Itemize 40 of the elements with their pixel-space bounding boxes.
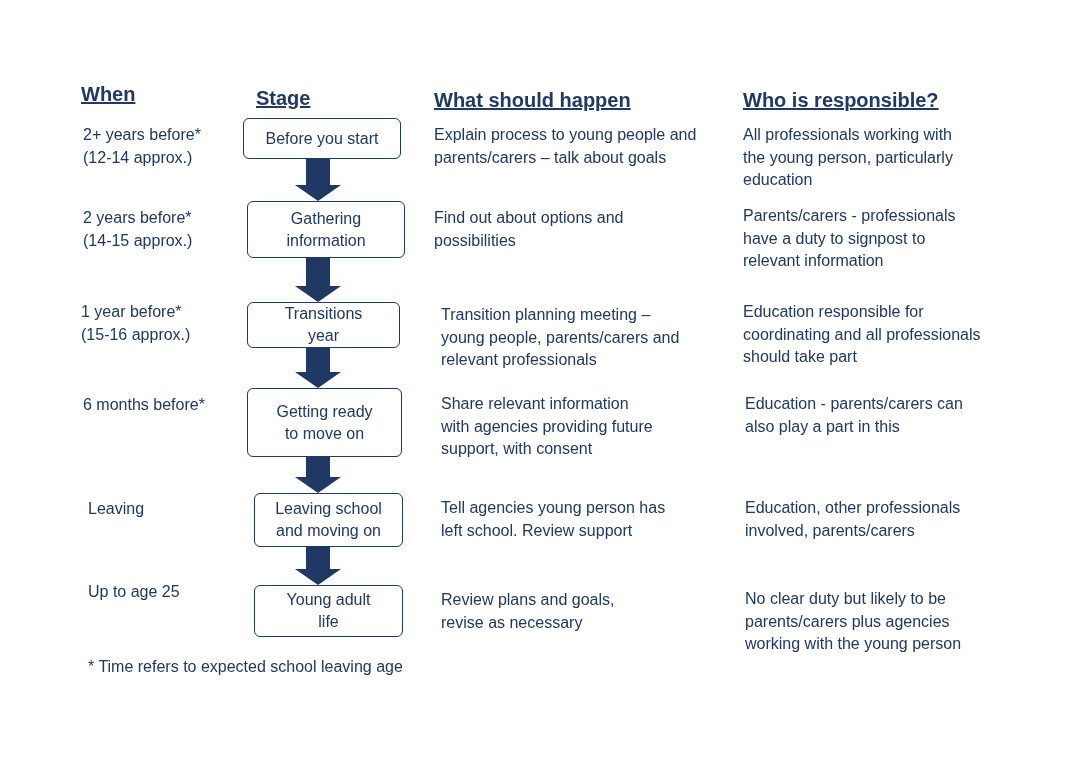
table-text: Education, other professionals involved, parents/carers [745, 498, 962, 541]
stage-label: Young adult life [285, 590, 372, 632]
stage-box [247, 302, 400, 348]
table-text: Explain process to young people and parents/carers – talk about goals [434, 125, 698, 168]
stage-label: Getting ready to move on [275, 401, 374, 444]
down-arrow [295, 547, 341, 585]
table-text: Education - parents/carers can also play a part in this [745, 394, 964, 437]
stage-label: Gathering information [285, 208, 367, 251]
table-text: 2 years before* (14-15 approx.) [83, 208, 194, 251]
table-text: Review plans and goals, revise as necessary [441, 590, 616, 633]
table-text: 2+ years before* (12-14 approx.) [83, 125, 202, 168]
table-text: Leaving [88, 499, 146, 519]
stage-box [254, 585, 403, 637]
down-arrow [295, 457, 341, 493]
stage-box [254, 493, 403, 547]
table-text: Transition planning meeting – young people, parents/carers and relevant professionals [441, 305, 681, 370]
table-text: Education responsible for coordinating and all professionals should take part [743, 302, 982, 367]
table-text: Tell agencies young person has left school. Review support [441, 498, 667, 541]
table-text: Share relevant information with agencies providing future support, with consent [441, 394, 653, 459]
table-text: Parents/carers - professionals have a duty to signpost to relevant information [743, 206, 957, 271]
table-text: 1 year before* (15-16 approx.) [81, 302, 192, 345]
stage-label: Transitions year [283, 304, 364, 346]
table-text: All professionals working with the young person, particularly education [743, 125, 954, 190]
table-text: No clear duty but likely to be parents/carers plus agencies working with the young person [745, 589, 963, 654]
down-arrow [295, 159, 341, 201]
stage-label: Before you start [265, 128, 379, 149]
column-heading: Who is responsible? [743, 88, 940, 112]
table-text: * Time refers to expected school leaving age [88, 657, 404, 677]
down-arrow [295, 348, 341, 388]
column-heading: What should happen [434, 88, 632, 112]
table-text: Up to age 25 [88, 582, 181, 602]
table-text: 6 months before* [83, 395, 206, 415]
stage-box [243, 118, 401, 159]
stage-box [247, 201, 405, 258]
stage-label: Leaving school and moving on [275, 499, 382, 541]
table-text: Find out about options and possibilities [434, 208, 625, 251]
column-heading: Stage [256, 86, 312, 110]
down-arrow [295, 258, 341, 302]
stage-box [247, 388, 402, 457]
column-heading: When [81, 82, 137, 106]
